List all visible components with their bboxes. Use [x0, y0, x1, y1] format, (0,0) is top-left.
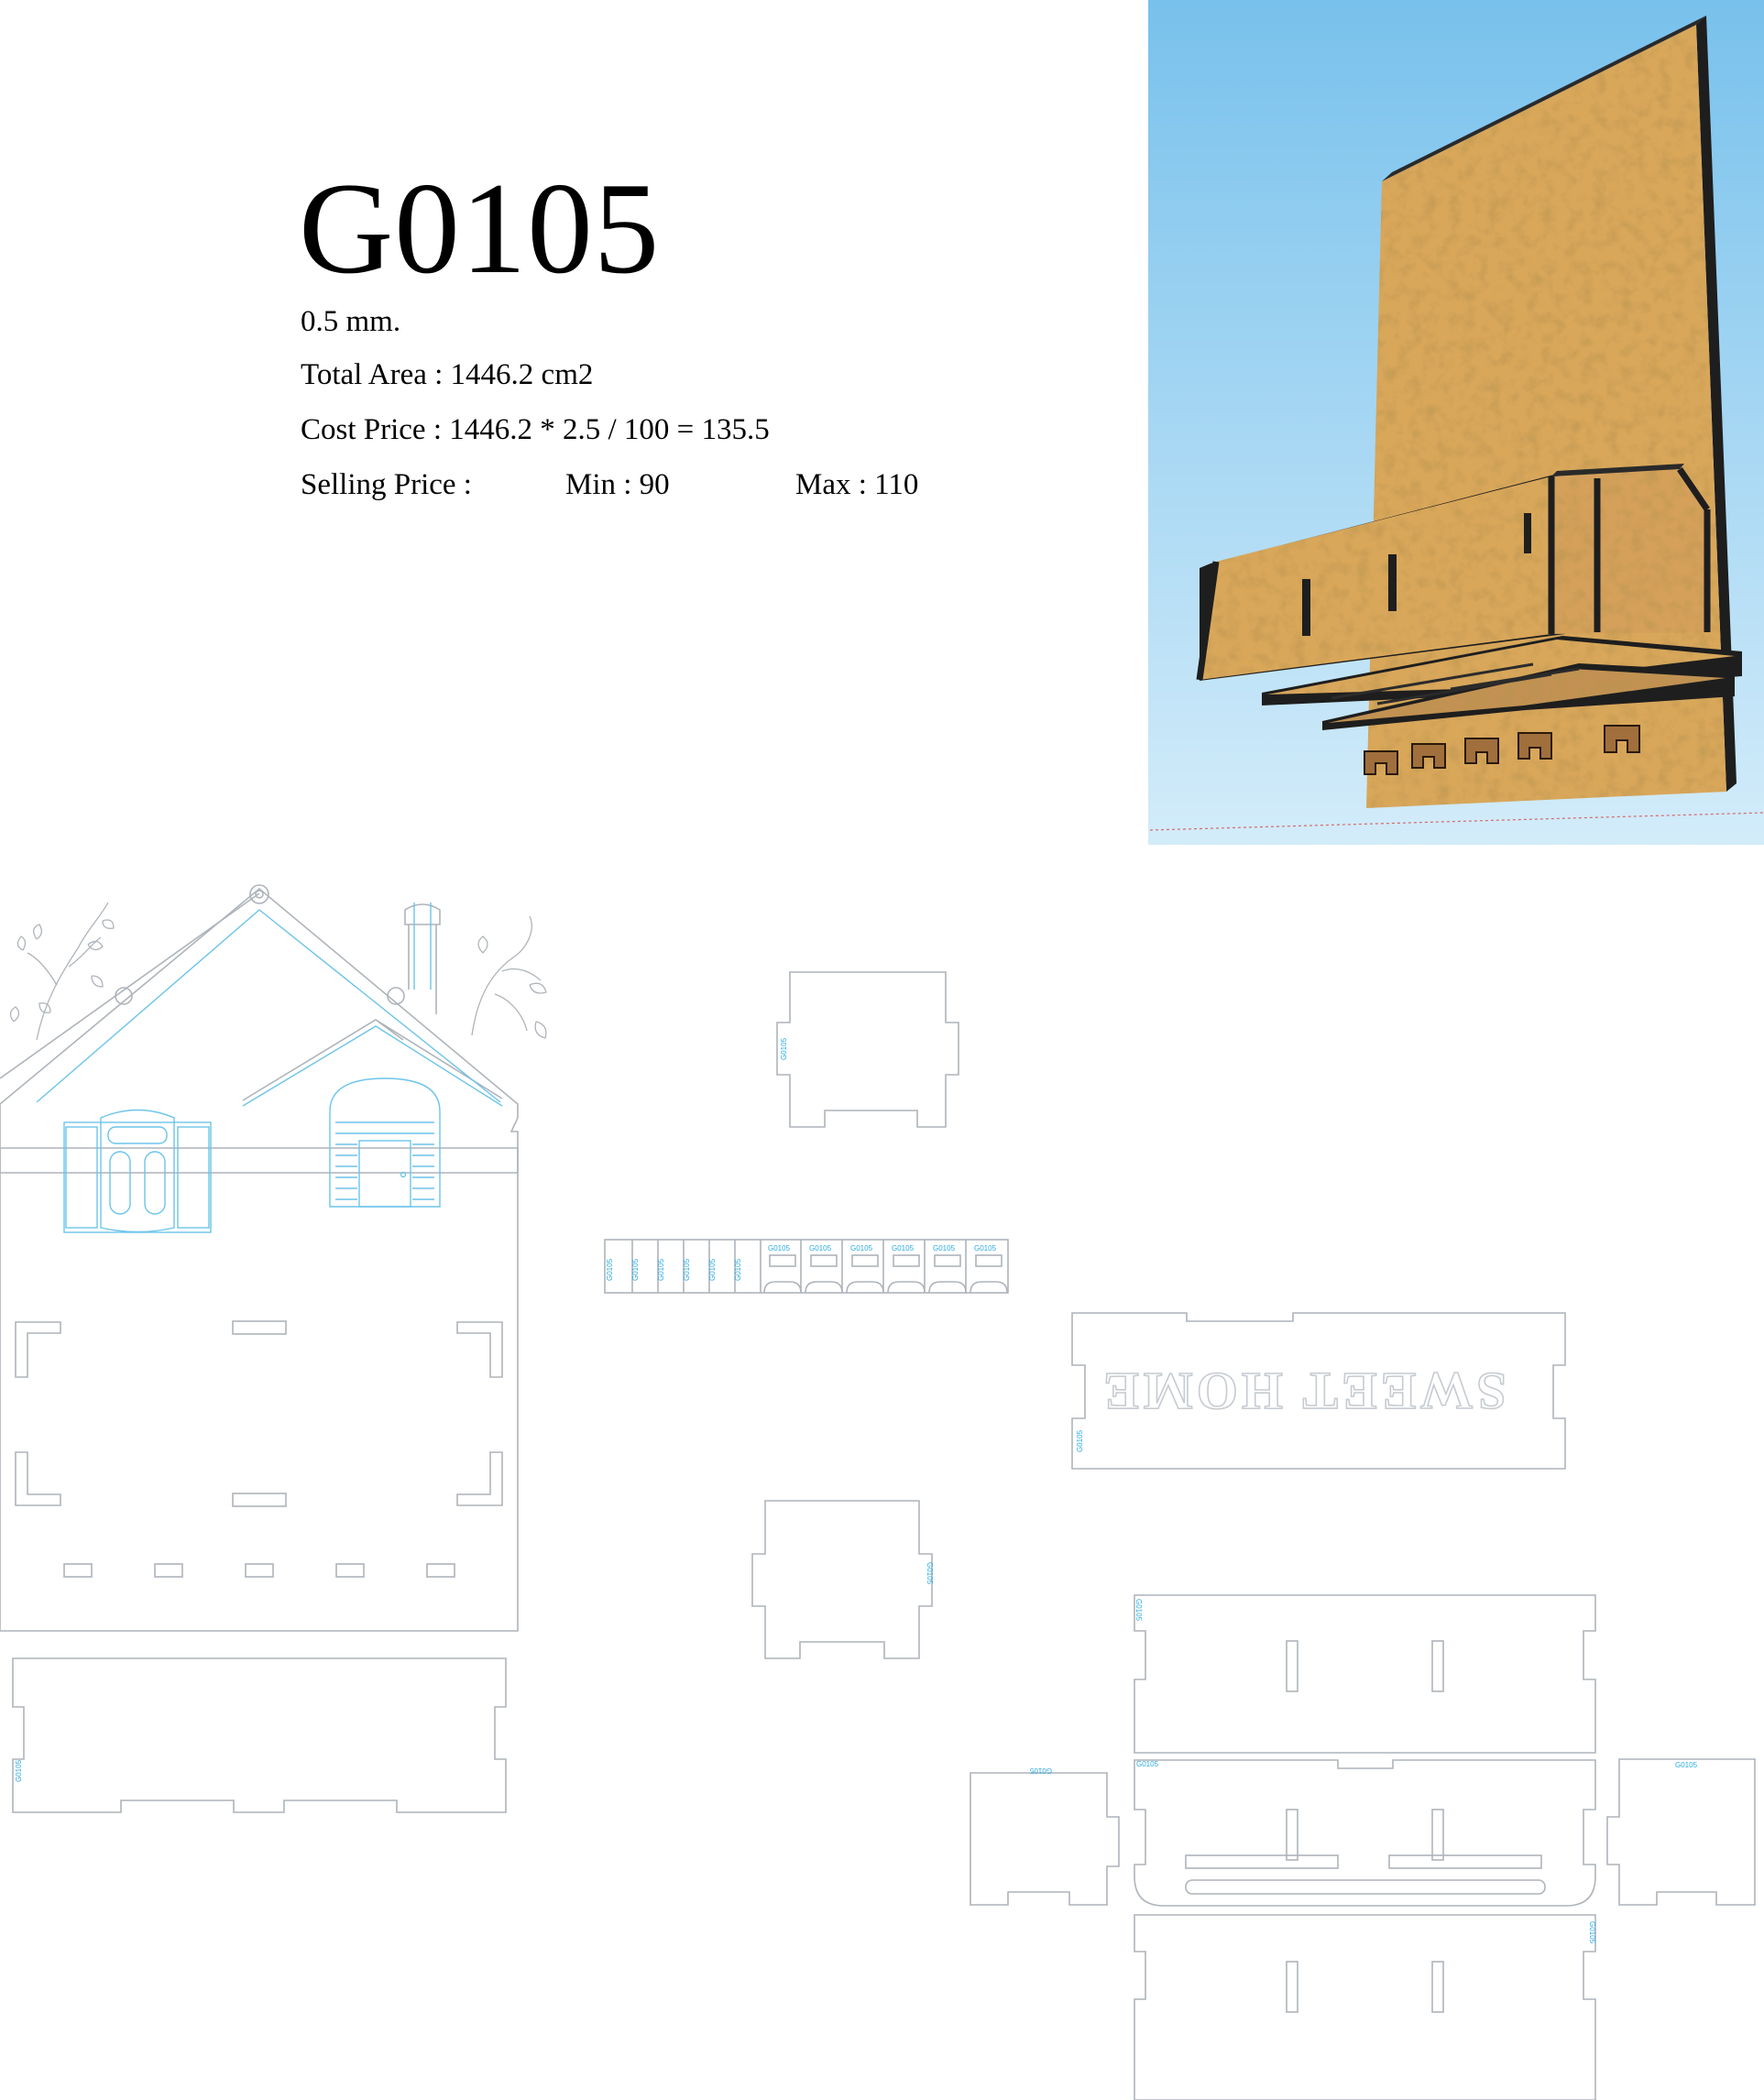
part-label: G0105: [892, 1244, 915, 1252]
laser-cut-layout: SWEET HOME G0105 G0105 G0105 G0105 G0105…: [0, 884, 1756, 2100]
tree-branch-right: [471, 915, 547, 1039]
corner-slots: [15, 1320, 503, 1578]
part-label: G0105: [809, 1244, 832, 1252]
thickness-spec: 0.5 mm.: [301, 305, 401, 338]
part-label: G0105: [1076, 1429, 1084, 1452]
selling-price-max: Max : 110: [795, 468, 919, 501]
part-label: G0105: [1029, 1766, 1052, 1775]
part-side-middle: [751, 1500, 933, 1659]
house-engravings: [36, 902, 503, 1233]
part-label: G0105: [708, 1258, 717, 1281]
part-label: G0105: [1588, 1921, 1596, 1944]
sweet-home-stencil-text: SWEET HOME: [1100, 1362, 1506, 1421]
selling-price-min: Min : 90: [565, 468, 670, 501]
cost-price-spec: Cost Price : 1446.2 * 2.5 / 100 = 135.5: [301, 413, 770, 446]
front-box: [1196, 464, 1711, 681]
part-label: G0105: [1136, 1760, 1159, 1768]
house-back-panel: [0, 884, 547, 1632]
part-label: G0105: [974, 1244, 997, 1252]
part-right-upper: [1134, 1594, 1596, 1754]
window-engraving: [63, 1109, 212, 1233]
part-label: G0105: [606, 1258, 614, 1281]
part-label: G0105: [933, 1244, 956, 1252]
tab-strip: [604, 1239, 1009, 1294]
part-left-small: [970, 1772, 1120, 1906]
shelf-tray: [1262, 636, 1742, 730]
part-label: G0105: [850, 1244, 873, 1252]
sweet-home-panel: [1071, 1312, 1566, 1470]
bracket-teeth: [1364, 725, 1640, 775]
part-long-left: [12, 1657, 507, 1813]
part-label: G0105: [1675, 1761, 1698, 1769]
part-label: G0105: [15, 1759, 23, 1782]
part-right-small: [1606, 1758, 1756, 1906]
part-center-tray: [1134, 1759, 1596, 1907]
part-right-lower: [1134, 1914, 1596, 2100]
part-label: G0105: [926, 1562, 934, 1585]
part-label: G0105: [1134, 1599, 1143, 1622]
part-label: G0105: [734, 1258, 742, 1281]
product-code-title: G0105: [299, 156, 661, 301]
part-label: G0105: [780, 1037, 788, 1060]
tree-branch-left: [9, 902, 115, 1041]
part-label: G0105: [768, 1244, 791, 1252]
part-side-top: [776, 971, 959, 1128]
part-label: G0105: [683, 1258, 691, 1281]
door-engraving: [329, 1077, 441, 1208]
total-area-spec: Total Area : 1446.2 cm2: [301, 358, 594, 391]
part-label: G0105: [657, 1258, 665, 1281]
selling-price-label: Selling Price :: [301, 468, 472, 501]
part-label: G0105: [631, 1258, 640, 1281]
ground-line: [1149, 812, 1764, 831]
product-3d-render: [1148, 0, 1764, 845]
